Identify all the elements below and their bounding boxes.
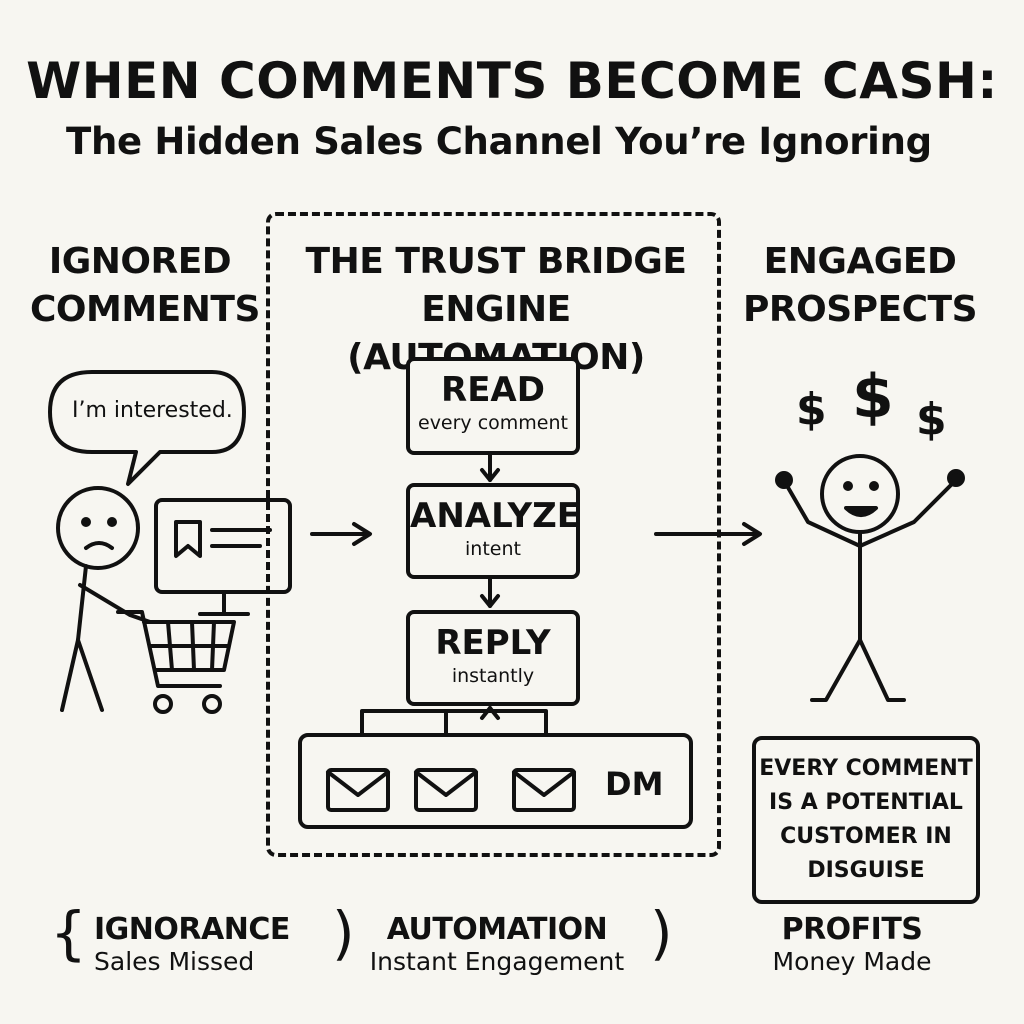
computer-monitor-icon <box>156 500 290 614</box>
speech-bubble-icon <box>50 372 244 484</box>
arrow-down-icon <box>482 579 498 606</box>
dm-connector-lines <box>362 711 546 733</box>
sad-stick-figure-icon <box>58 488 150 710</box>
envelope-icon <box>514 770 574 810</box>
arrow-right-icon <box>656 524 760 544</box>
envelope-icon <box>416 770 476 810</box>
envelope-icon <box>328 770 388 810</box>
arrow-right-icon <box>312 524 370 544</box>
shopping-cart-icon <box>118 612 234 712</box>
happy-stick-figure-icon <box>777 456 963 700</box>
arrow-down-icon <box>482 455 498 480</box>
